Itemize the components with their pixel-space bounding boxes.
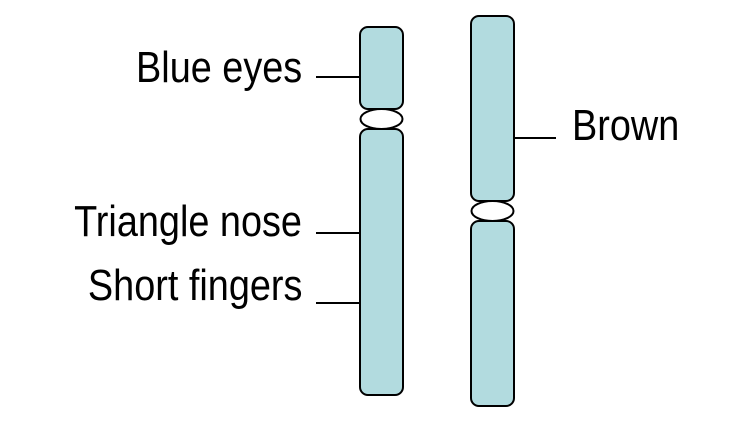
label-blue-eyes: Blue eyes [135, 43, 302, 92]
left-chromosome-long-arm [359, 128, 404, 396]
left-centromere [359, 108, 404, 130]
label-brown: Brown [572, 101, 680, 150]
right-chromosome-upper-arm [470, 15, 515, 202]
right-centromere [470, 200, 515, 222]
label-triangle-nose: Triangle nose [74, 197, 302, 246]
left-chromosome-short-arm [359, 26, 404, 110]
label-short-fingers: Short fingers [87, 261, 302, 310]
right-chromosome [470, 15, 515, 407]
left-chromosome [359, 26, 404, 396]
right-chromosome-lower-arm [470, 220, 515, 407]
